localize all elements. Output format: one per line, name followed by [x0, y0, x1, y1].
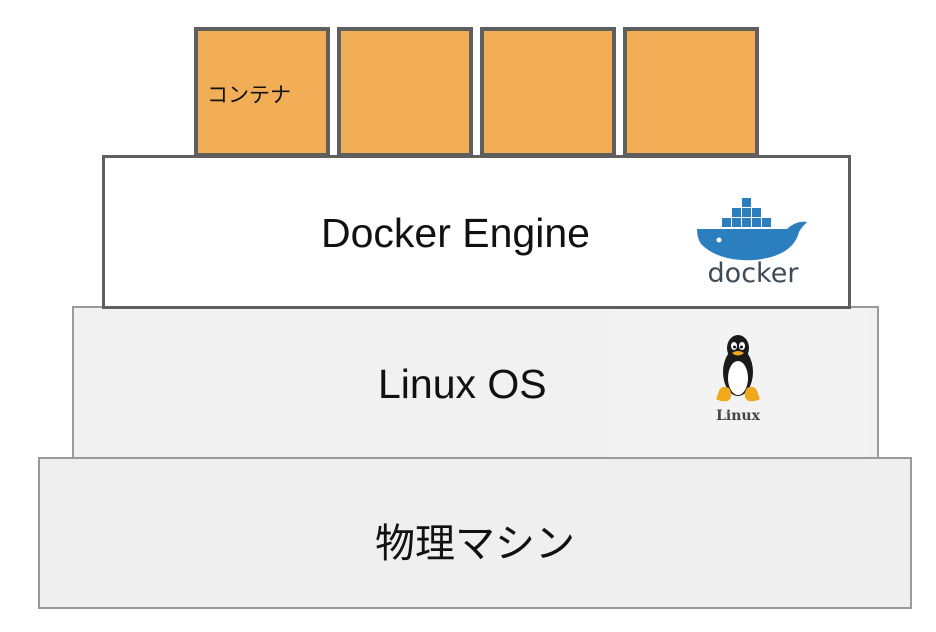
- docker-logo-text: docker: [708, 258, 800, 286]
- docker-whale-icon: docker: [697, 198, 807, 286]
- linux-os-label: Linux OS: [378, 361, 547, 407]
- docker-engine-label: Docker Engine: [321, 210, 590, 256]
- linux-logo-panel: Linux: [610, 308, 868, 457]
- container-box-3: [480, 27, 616, 157]
- docker-engine-layer: Docker Engine docker: [102, 155, 851, 309]
- physical-machine-label: 物理マシン: [375, 521, 575, 567]
- tux-penguin-icon: Linux: [716, 335, 761, 424]
- physical-machine-layer: 物理マシン: [38, 457, 912, 609]
- container-box-4: [623, 27, 759, 157]
- linux-logo-text: Linux: [716, 408, 761, 424]
- container-box-2: [337, 27, 473, 157]
- container-label: コンテナ: [207, 83, 291, 107]
- container-box-1: コンテナ: [194, 27, 330, 157]
- linux-os-layer: Linux Linux OS: [72, 306, 879, 459]
